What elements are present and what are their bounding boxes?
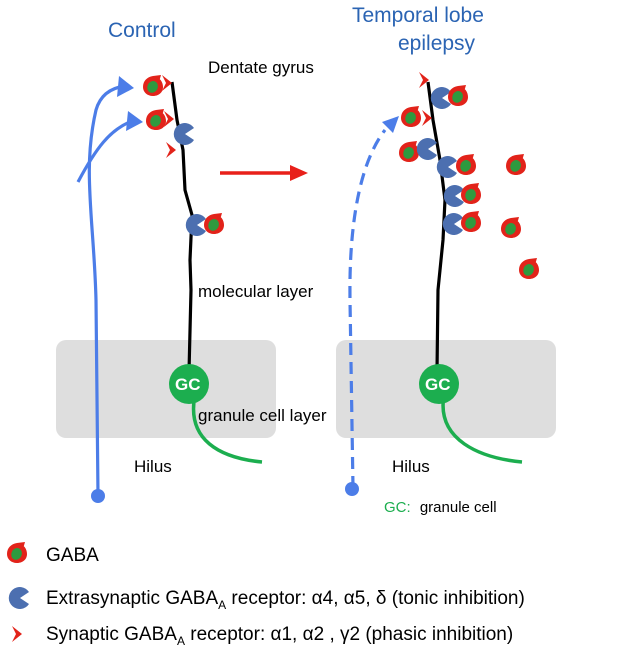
tle-axon <box>441 394 523 464</box>
legend-gaba-icon <box>7 542 27 563</box>
synaptic-receptor <box>166 142 176 158</box>
gaba-molecule <box>461 183 481 204</box>
gaba-molecule <box>519 258 539 279</box>
control-interneuron <box>76 76 143 503</box>
tle-gc-soma <box>419 364 459 404</box>
legend-extrasynaptic-label: Extrasynaptic GABAA receptor: α4, α5, δ … <box>46 588 525 612</box>
dentate-gyrus-label: Dentate gyrus <box>208 58 314 77</box>
legend-extrasynaptic-suffix: receptor: α4, α5, δ (tonic inhibition) <box>226 588 525 609</box>
gc-key: GC: granule cell <box>384 499 497 516</box>
control-dendrite <box>170 81 194 373</box>
transition-arrow <box>220 165 308 181</box>
gaba-molecule <box>401 106 421 127</box>
legend-synaptic-suffix: receptor: α1, α2 , γ2 (phasic inhibition… <box>185 624 513 645</box>
gaba-molecule <box>456 154 476 175</box>
control-title: Control <box>108 19 176 42</box>
legend-extrasynaptic-prefix: Extrasynaptic GABA <box>46 588 218 609</box>
legend-extrasynaptic-icon <box>8 587 29 609</box>
legend-gaba-label: GABA <box>46 545 99 566</box>
extrasynaptic-receptor <box>430 87 451 109</box>
granule-layer-box-control <box>56 340 276 438</box>
extrasynaptic-receptor <box>416 138 437 160</box>
control-axon <box>191 394 263 464</box>
gaba-molecule <box>204 213 224 234</box>
legend-synaptic-icon <box>12 626 22 642</box>
gaba-molecule <box>506 154 526 175</box>
legend-synaptic-label: Synaptic GABAA receptor: α1, α2 , γ2 (ph… <box>46 624 513 648</box>
gaba-molecule <box>146 109 166 130</box>
gc-key-abbr: GC: <box>384 499 411 516</box>
hilus-label-tle: Hilus <box>392 457 430 476</box>
hilus-label-control: Hilus <box>134 457 172 476</box>
tle-gc-label: GC <box>425 375 451 394</box>
legend-extrasynaptic-sub: A <box>218 598 226 612</box>
legend-synaptic-sub: A <box>177 634 185 648</box>
tle-title-line1: Temporal lobe <box>352 4 484 27</box>
synaptic-receptor <box>162 75 172 91</box>
extrasynaptic-receptor <box>442 213 463 235</box>
molecular-layer-label: molecular layer <box>198 282 314 301</box>
extrasynaptic-receptor <box>185 214 206 236</box>
extrasynaptic-receptor <box>443 185 464 207</box>
tle-dendrite <box>426 81 447 373</box>
gaba-molecule <box>448 85 468 106</box>
legend: GABA Extrasynaptic GABAA receptor: α4, α… <box>7 542 525 648</box>
control-gc-soma <box>169 364 209 404</box>
gaba-molecule <box>501 217 521 238</box>
control-gc-label: GC <box>175 375 201 394</box>
gaba-molecule <box>399 141 419 162</box>
gc-key-text: granule cell <box>420 499 497 516</box>
gaba-molecule <box>143 75 163 96</box>
granule-cell-layer-label: granule cell layer <box>198 406 327 425</box>
gaba-molecule <box>461 211 481 232</box>
legend-synaptic-prefix: Synaptic GABA <box>46 624 177 645</box>
tle-interneuron <box>345 116 399 496</box>
tle-title-line2: epilepsy <box>398 32 476 55</box>
